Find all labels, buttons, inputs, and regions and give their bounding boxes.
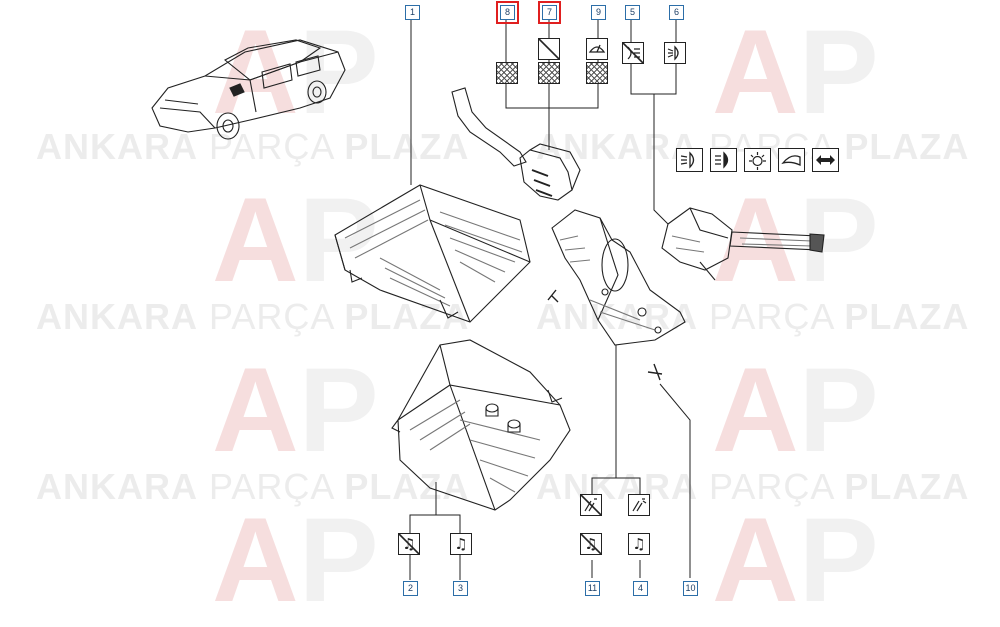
fog-light-crossed-icon bbox=[622, 42, 644, 64]
horn-music-icon: ♫ bbox=[628, 533, 650, 555]
callout-5: 5 bbox=[625, 5, 640, 20]
main-beam-icon bbox=[710, 148, 737, 172]
horn-crossed-icon: ♫ bbox=[580, 533, 602, 555]
upper-cover bbox=[334, 184, 531, 323]
grid-option-icon bbox=[496, 62, 518, 84]
callout-9: 9 bbox=[591, 5, 606, 20]
callout-8: 8 bbox=[496, 1, 519, 24]
watermark-logo: AP bbox=[712, 343, 879, 477]
sidelight-icon bbox=[744, 148, 771, 172]
callout-1: 1 bbox=[405, 5, 420, 20]
line-drawing bbox=[151, 18, 825, 580]
callout-11: 11 bbox=[585, 581, 600, 596]
lower-cover bbox=[391, 339, 571, 511]
horn-icon bbox=[778, 148, 805, 172]
watermark-row-1: ANKARA PARÇA PLAZA bbox=[36, 126, 470, 167]
car-illustration bbox=[151, 39, 346, 140]
watermark-row-3: ANKARA PARÇA PLAZA bbox=[36, 466, 470, 507]
horn-music-icon: ♫ bbox=[450, 533, 472, 555]
watermark-row-3b: ANKARA PARÇA PLAZA bbox=[536, 466, 970, 507]
dipped-beam-icon bbox=[676, 148, 703, 172]
stalk-arm bbox=[451, 87, 581, 201]
grid-option-icon bbox=[586, 62, 608, 84]
callout-4: 4 bbox=[633, 581, 648, 596]
callout-7: 7 bbox=[538, 1, 561, 24]
parts-diagram: ANKARA PARÇA PLAZA ANKARA PARÇA PLAZA AN… bbox=[36, 1, 970, 620]
callout-3: 3 bbox=[453, 581, 468, 596]
watermark-logo: AP bbox=[212, 343, 379, 477]
callout-2: 2 bbox=[403, 581, 418, 596]
horn-crossed-icon: ♫ bbox=[398, 533, 420, 555]
callout-10: 10 bbox=[683, 581, 698, 596]
wiper-washer-crossed-icon bbox=[580, 494, 602, 516]
rear-wiper-icon bbox=[586, 38, 608, 60]
grid-option-icon bbox=[538, 62, 560, 84]
watermark-logo: AP bbox=[712, 5, 879, 139]
wiper-crossed-icon bbox=[538, 38, 560, 60]
light-switch bbox=[661, 207, 825, 281]
headlamp-icon bbox=[664, 42, 686, 64]
wiper-washer-icon bbox=[628, 494, 650, 516]
watermark-row-2b: ANKARA PARÇA PLAZA bbox=[536, 296, 970, 337]
column-bracket bbox=[547, 209, 686, 381]
callout-6: 6 bbox=[669, 5, 684, 20]
indicator-icon bbox=[812, 148, 839, 172]
